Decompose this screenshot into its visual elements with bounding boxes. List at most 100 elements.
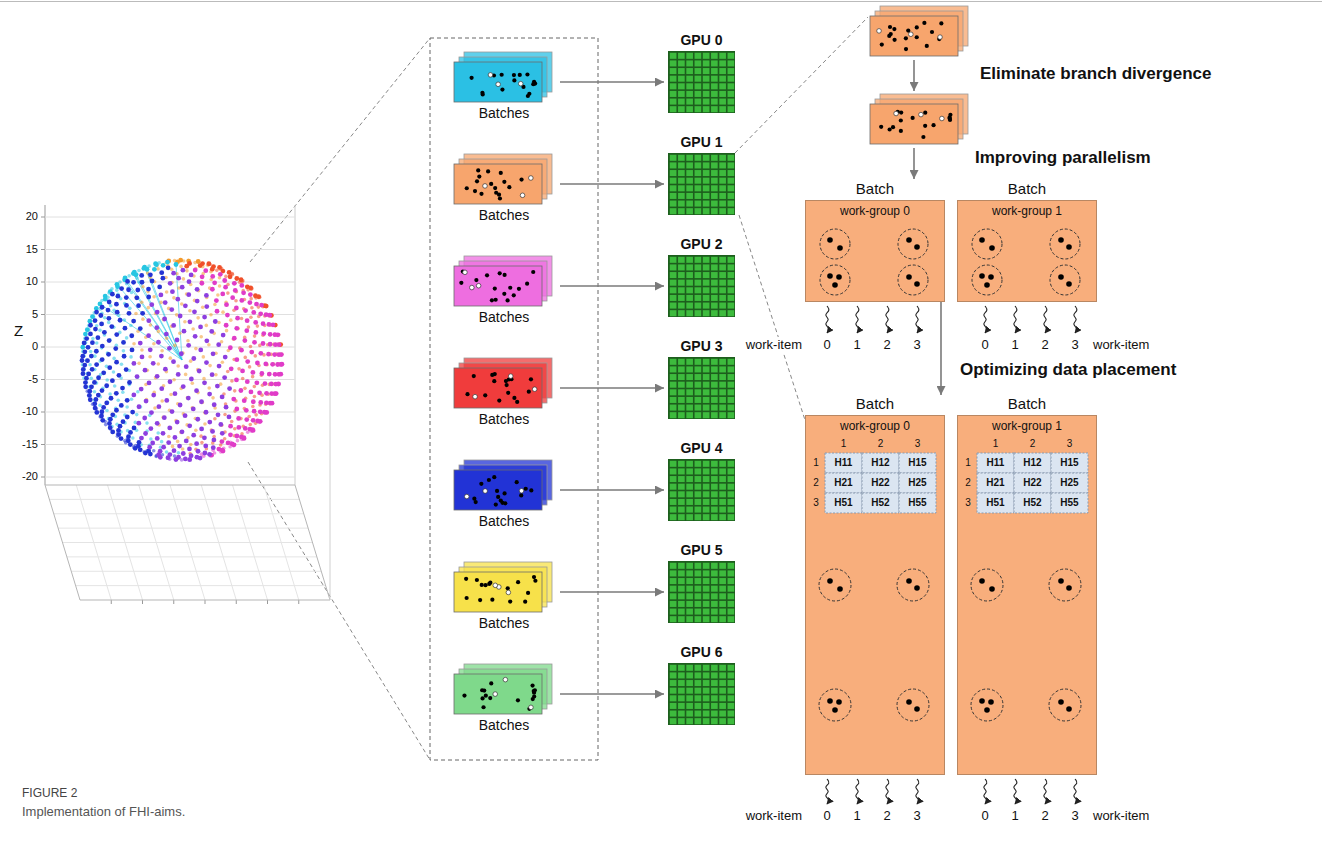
grid-point xyxy=(479,192,483,196)
grid-point xyxy=(98,403,102,407)
gpu-core xyxy=(686,514,693,520)
grid-point xyxy=(203,268,208,273)
grid-point xyxy=(89,376,93,380)
grid-point-empty xyxy=(909,32,914,37)
flow-arrow xyxy=(560,285,664,287)
gpu-core xyxy=(695,99,702,105)
gpu-box: GPU 3 xyxy=(664,337,739,419)
grid-point xyxy=(532,575,536,579)
grid-point xyxy=(83,332,88,337)
work-item-number: 2 xyxy=(883,808,890,824)
fan-line xyxy=(147,269,182,360)
fan-line xyxy=(176,264,182,360)
matrix-cell xyxy=(899,453,936,473)
grid-point xyxy=(85,358,90,363)
grid-point xyxy=(979,698,985,704)
grid-point xyxy=(459,281,463,285)
grid-point xyxy=(1058,237,1064,243)
grid-point xyxy=(137,362,141,366)
gpu-core xyxy=(711,272,718,278)
grid-point xyxy=(251,405,255,409)
gpu-core xyxy=(678,601,685,607)
gpu-core xyxy=(686,208,693,214)
grid-point xyxy=(147,306,151,310)
grid-point xyxy=(176,364,180,368)
grid-point xyxy=(524,487,528,491)
gpu-core xyxy=(686,287,693,293)
grid-point xyxy=(127,380,132,385)
gpu-core xyxy=(678,514,685,520)
gpu-core xyxy=(695,499,702,505)
batch-title: Batch xyxy=(805,180,945,198)
gpu-box: GPU 4 xyxy=(664,439,739,521)
tick-mark xyxy=(41,314,45,315)
grid-point xyxy=(181,451,186,456)
gpu-core xyxy=(728,672,735,678)
grid-point xyxy=(264,312,269,317)
gpu-core xyxy=(670,672,677,678)
gpu-grid xyxy=(668,357,735,419)
grid-point xyxy=(171,323,176,328)
grid-point xyxy=(144,399,149,404)
grid-point xyxy=(113,384,117,388)
grid-point xyxy=(109,324,114,329)
gpu-core xyxy=(686,586,693,592)
grid-point xyxy=(218,422,223,427)
matrix-index: 1 xyxy=(965,457,971,469)
grid-point xyxy=(221,360,225,364)
grid-point xyxy=(202,315,207,320)
gpu-core xyxy=(711,484,718,490)
grid-point xyxy=(925,44,929,48)
grid-point xyxy=(154,262,159,267)
work-item-label: work-item xyxy=(745,337,803,353)
gpu-core xyxy=(695,170,702,176)
grid-point xyxy=(124,295,129,300)
grid-point xyxy=(181,447,185,451)
grid-point xyxy=(94,310,99,315)
grid-point xyxy=(121,340,126,345)
gpu-core xyxy=(703,563,710,569)
grid-point xyxy=(123,318,127,322)
work-group-label: work-group 0 xyxy=(812,201,938,218)
grid-point xyxy=(178,314,183,319)
matrix-cell xyxy=(977,453,1014,473)
grid-point xyxy=(244,408,249,413)
gpu-core xyxy=(695,484,702,490)
grid-point xyxy=(531,270,535,274)
gpu-core xyxy=(678,374,685,380)
gpu-core xyxy=(670,563,677,569)
grid-point xyxy=(837,586,843,592)
gpu-core xyxy=(703,193,710,199)
grid-point xyxy=(232,281,237,286)
matrix-entry: H12 xyxy=(871,457,889,469)
gpu-core xyxy=(670,412,677,418)
grid-point xyxy=(152,449,156,453)
gpu-core xyxy=(670,382,677,388)
gpu-core xyxy=(703,91,710,97)
grid-point xyxy=(130,410,135,415)
grid-point xyxy=(979,578,985,584)
gpu-core xyxy=(678,695,685,701)
gpu-core xyxy=(670,507,677,513)
grid-point xyxy=(179,265,183,269)
flow-arrow xyxy=(560,591,664,593)
grid-point xyxy=(122,349,126,353)
gpu-core xyxy=(711,389,718,395)
grid-point xyxy=(139,387,144,392)
gpu-core xyxy=(703,178,710,184)
grid-point xyxy=(145,268,149,272)
grid-point xyxy=(516,698,520,702)
gpu-core xyxy=(703,201,710,207)
grid-point xyxy=(163,367,168,372)
tick-mark xyxy=(41,249,45,250)
grid-point xyxy=(497,193,501,197)
gpu-core xyxy=(686,382,693,388)
gpu-box: GPU 0 xyxy=(664,31,739,113)
grid-point xyxy=(167,426,172,431)
gpu-core xyxy=(686,412,693,418)
grid-point xyxy=(208,364,212,368)
grid-point xyxy=(134,272,139,277)
grid-point xyxy=(533,579,537,583)
grid-point-empty xyxy=(464,494,469,499)
